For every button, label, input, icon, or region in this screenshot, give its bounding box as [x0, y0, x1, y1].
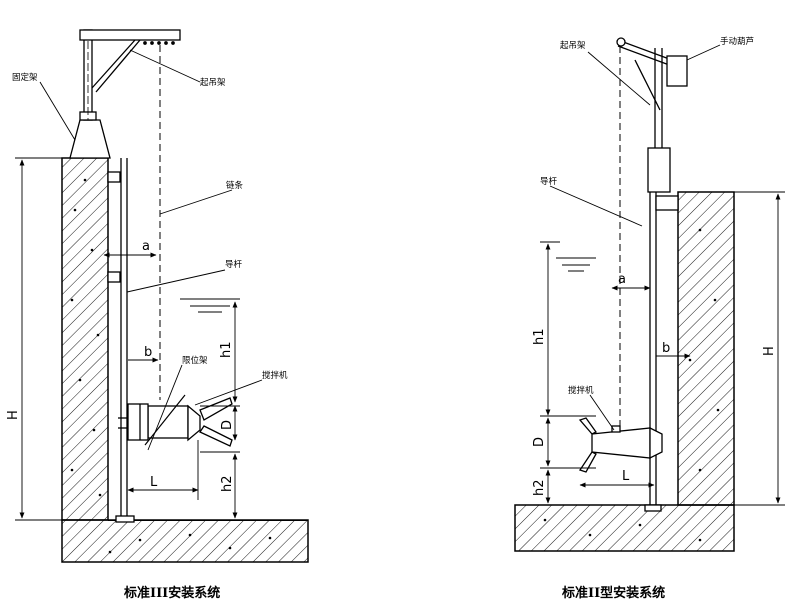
left-label-lifting-frame: 起吊架 — [200, 78, 226, 88]
left-guide-rod — [107, 158, 135, 523]
right-label-mixer: 搅拌机 — [568, 385, 594, 396]
left-concrete-wall — [61, 157, 309, 563]
left-dim-L: L — [150, 475, 158, 490]
right-label-hand-hoist: 手动葫芦 — [720, 36, 754, 47]
left-dim-H: H — [6, 410, 21, 420]
left-dim-D: D — [220, 420, 235, 430]
left-fixed-frame — [69, 29, 111, 159]
right-dim-a: a — [618, 272, 626, 287]
right-dim-D: D — [532, 437, 547, 447]
right-diagram: 起吊架 手动葫芦 导杆 搅拌机 a b h1 H D L h2 标准II型安装系… — [514, 36, 785, 601]
left-label-positioning-frame: 限位架 — [182, 355, 208, 366]
right-dim-h1: h1 — [532, 328, 547, 345]
left-label-chain: 链条 — [226, 180, 244, 191]
right-lifting-frame — [616, 37, 673, 193]
left-dim-b: b — [144, 345, 152, 360]
left-label-guide-rod: 导杆 — [225, 259, 243, 270]
right-dimensions — [540, 44, 785, 506]
right-dim-b: b — [662, 341, 670, 356]
left-diagram: 固定架 起吊架 链条 导杆 限位架 搅拌机 a b h1 H D L h2 标准… — [6, 29, 309, 601]
left-dim-a: a — [142, 239, 150, 254]
right-label-guide-rod: 导杆 — [540, 176, 558, 187]
left-label-fixed-frame: 固定架 — [12, 72, 38, 83]
left-caption: 标准III安装系统 — [123, 585, 220, 601]
left-label-mixer: 搅拌机 — [262, 370, 288, 381]
left-dim-h2: h2 — [220, 475, 235, 492]
right-hand-hoist — [666, 55, 688, 87]
right-label-lifting-frame: 起吊架 — [560, 41, 586, 51]
right-dim-h2: h2 — [532, 479, 547, 496]
right-dim-L: L — [622, 469, 630, 484]
right-aggregate — [543, 228, 720, 542]
left-mixer — [118, 397, 233, 447]
left-positioning-frame-strut — [144, 394, 186, 446]
left-aggregate — [70, 178, 272, 554]
right-mixer — [578, 417, 663, 473]
left-dimensions — [15, 49, 263, 521]
right-concrete-wall — [514, 191, 735, 552]
left-dim-h1: h1 — [219, 341, 234, 358]
left-lifting-arm — [79, 29, 181, 93]
right-water-level — [556, 257, 596, 272]
left-water-level — [180, 298, 240, 313]
right-dim-H: H — [762, 346, 777, 356]
right-caption: 标准II型安装系统 — [561, 585, 665, 601]
